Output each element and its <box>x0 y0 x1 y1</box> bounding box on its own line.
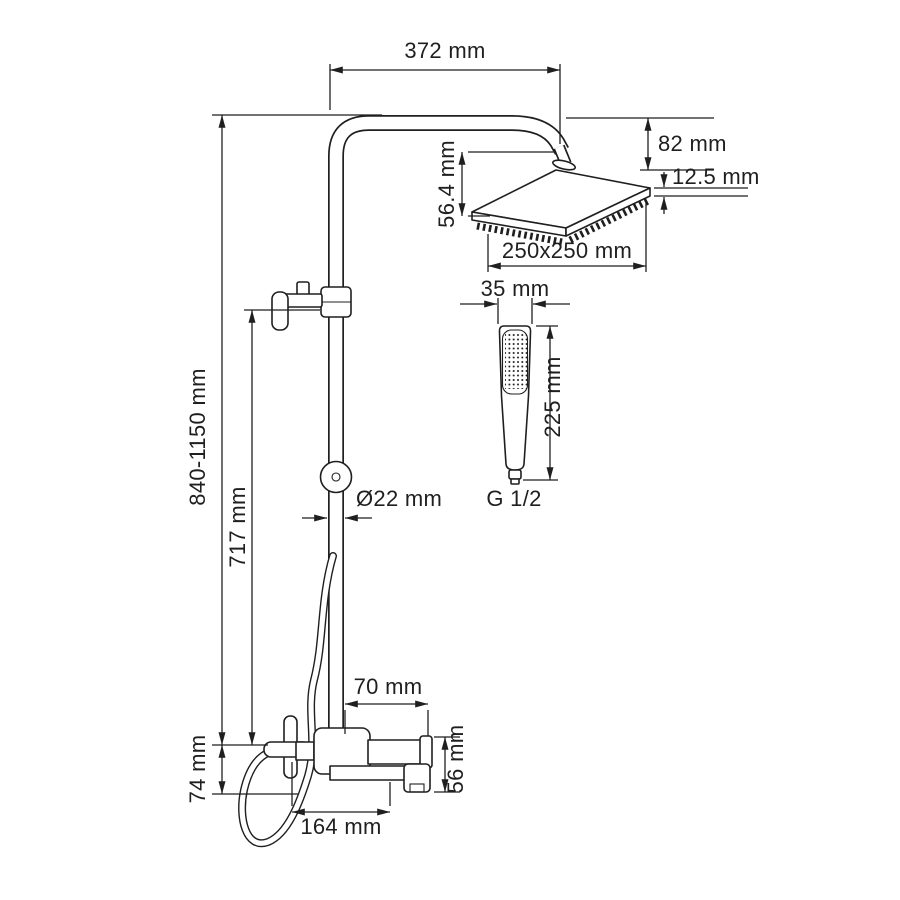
dimension-annotations: 372 mm 82 mm 12.5 mm 56.4 mm 250x250 mm <box>185 38 760 839</box>
hand-shower <box>498 325 532 485</box>
dim-label-spout-drop: 56 mm <box>443 725 468 794</box>
dim-label-head-thickness: 12.5 mm <box>672 164 760 189</box>
dim-label-handset-width: 35 mm <box>481 276 550 301</box>
dim-label-head-size: 250x250 mm <box>502 238 632 263</box>
shower-hose <box>238 552 337 848</box>
dim-label-pipe-diameter: Ø22 mm <box>356 486 442 511</box>
dim-head-offset: 56.4 mm <box>434 140 556 228</box>
dim-label-body-drop: 74 mm <box>185 735 210 804</box>
dim-pipe-diameter: Ø22 mm <box>302 486 442 522</box>
handset-holder <box>271 281 352 331</box>
dim-arm-reach: 372 mm <box>329 38 561 144</box>
dim-label-handset-length: 225 mm <box>540 356 565 437</box>
dim-head-drop: 82 mm <box>566 117 727 171</box>
rain-shower-head <box>471 169 651 246</box>
dim-spout-drop: 56 mm <box>434 725 468 794</box>
diverter-knob <box>319 460 353 494</box>
dim-diverter-reach: 70 mm <box>344 674 429 736</box>
dim-label-bar-height: 717 mm <box>225 486 250 567</box>
spout-mouth <box>409 783 425 793</box>
dim-label-head-offset: 56.4 mm <box>434 140 459 228</box>
handle-shaft <box>295 741 315 761</box>
shower-fixture <box>238 115 651 848</box>
dim-handset-width: 35 mm <box>460 276 570 324</box>
dim-spout-reach: 164 mm <box>291 762 391 839</box>
spout-outlet <box>403 763 431 793</box>
spout-bar <box>329 765 411 781</box>
head-connector <box>551 144 577 171</box>
dim-label-head-drop: 82 mm <box>658 131 727 156</box>
dim-head-size: 250x250 mm <box>487 202 647 272</box>
dim-body-drop: 74 mm <box>185 735 298 804</box>
riser-pipe <box>328 115 569 732</box>
dim-label-diverter-reach: 70 mm <box>354 674 423 699</box>
mixer-assembly <box>263 715 433 793</box>
dim-overall-height: 840-1150 mm <box>185 114 382 746</box>
diverter-arm <box>367 739 423 765</box>
dim-label-arm-reach: 372 mm <box>404 38 485 63</box>
dim-head-thickness: 12.5 mm <box>654 164 760 214</box>
nozzle-teeth-right <box>568 197 650 244</box>
dim-bar-height: 717 mm <box>225 309 320 746</box>
spray-face <box>505 333 527 389</box>
dim-handset-length: 225 mm <box>523 325 565 481</box>
dim-label-thread: G 1/2 <box>486 486 541 511</box>
dim-label-spout-reach: 164 mm <box>300 814 381 839</box>
dim-label-overall-height: 840-1150 mm <box>185 368 210 505</box>
nozzle-teeth-left <box>476 222 563 246</box>
dim-thread: G 1/2 <box>486 486 541 511</box>
